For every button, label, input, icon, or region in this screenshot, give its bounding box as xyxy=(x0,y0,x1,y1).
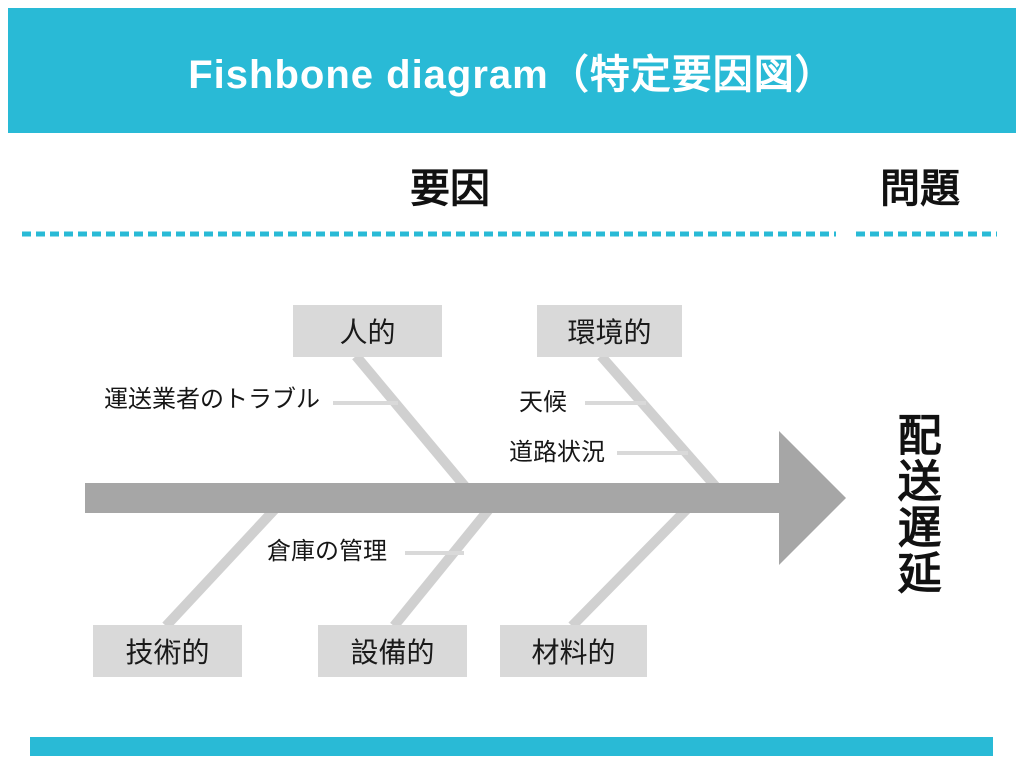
category-box-human: 人的 xyxy=(293,305,442,357)
branch-human xyxy=(352,352,472,494)
footer-accent-bar xyxy=(30,737,993,756)
cause-label-weather: 天候 xyxy=(519,389,567,416)
category-box-technical: 技術的 xyxy=(93,625,242,677)
factors-section-label: 要因 xyxy=(410,167,490,211)
cause-label-carrier-trouble: 運送業者のトラブル xyxy=(104,386,320,413)
cause-label-warehouse-management: 倉庫の管理 xyxy=(267,538,387,565)
category-label-material: 材料的 xyxy=(531,637,616,668)
category-box-environmental: 環境的 xyxy=(537,305,682,357)
category-label-environmental: 環境的 xyxy=(567,317,652,348)
branch-technical xyxy=(162,504,280,630)
branch-equipment xyxy=(390,504,494,630)
branch-environmental xyxy=(597,352,721,492)
category-box-equipment: 設備的 xyxy=(318,625,467,677)
category-label-technical: 技術的 xyxy=(125,637,210,668)
category-label-equipment: 設備的 xyxy=(350,637,435,668)
category-box-material: 材料的 xyxy=(500,625,647,677)
spine-line xyxy=(85,483,780,513)
category-label-human: 人的 xyxy=(339,317,396,348)
branch-material xyxy=(568,504,692,630)
problem-section-label: 問題 xyxy=(880,167,960,211)
header-band: Fishbone diagram（特定要因図） xyxy=(8,8,1016,133)
spine-arrowhead-icon xyxy=(779,431,846,565)
effect-label-vertical: 配送遅延 xyxy=(890,412,940,596)
page-title: Fishbone diagram（特定要因図） xyxy=(188,52,836,97)
cause-label-road-conditions: 道路状況 xyxy=(509,439,605,466)
